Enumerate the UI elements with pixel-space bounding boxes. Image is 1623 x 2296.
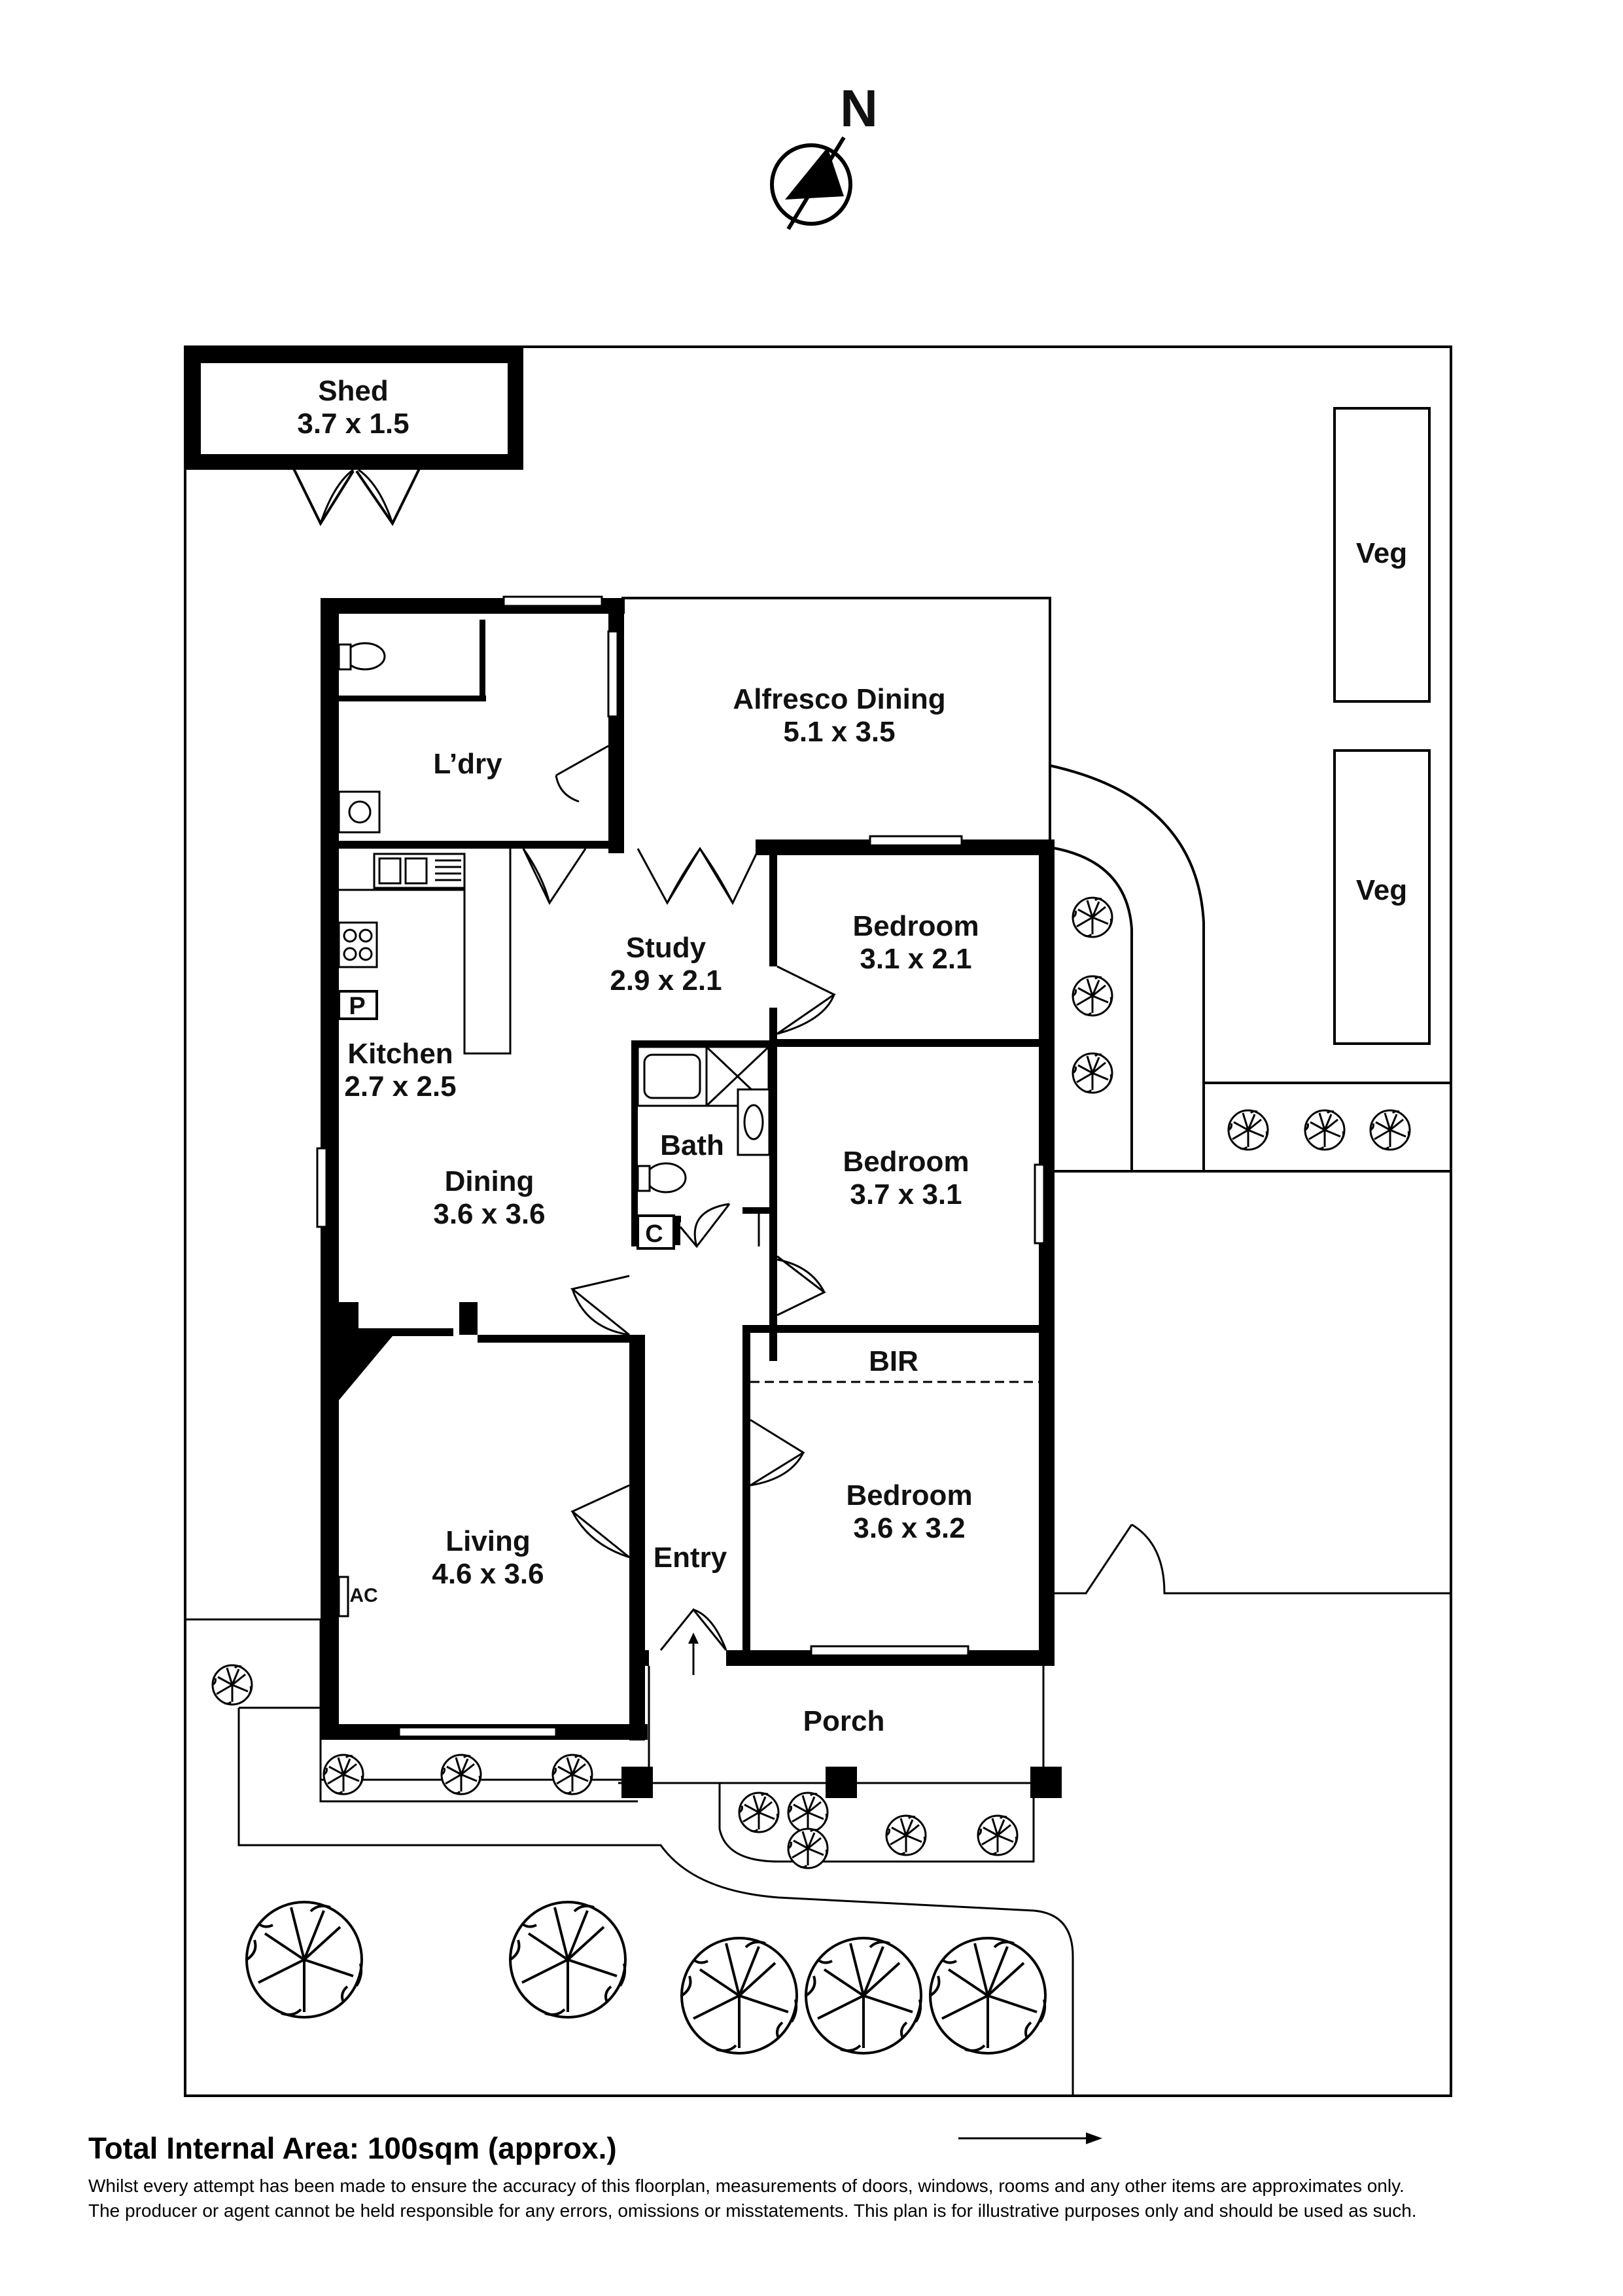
cupboard-label: C [645,1220,663,1248]
bedroom-2-dims: 3.7 x 3.1 [850,1178,962,1210]
laundry-name: L’dry [433,748,502,780]
shed-dims: 3.7 x 1.5 [297,408,409,440]
living-dims: 4.6 x 3.6 [432,1558,544,1590]
entry-arrow-icon [688,1633,699,1675]
side-path [1049,764,1451,1173]
bath-toilet-icon [637,1162,687,1193]
stove-icon [338,921,378,968]
bir-name: BIR [869,1345,918,1377]
disclaimer-line-1: Whilst every attempt has been made to en… [88,2176,1405,2196]
driveway-arrow-icon [958,2132,1102,2144]
porch-post-3 [1030,1767,1062,1798]
kitchen-name: Kitchen [347,1038,453,1070]
living-name: Living [445,1525,531,1557]
pantry [338,990,378,1020]
shed [185,347,523,527]
bedroom-3-name: Bedroom [846,1479,972,1511]
bath-name: Bath [660,1129,724,1161]
total-area: Total Internal Area: 100sqm (approx.) [88,2131,617,2165]
porch-name: Porch [803,1705,885,1737]
alfresco-dims: 5.1 x 3.5 [783,716,895,748]
air-con-unit [338,1576,349,1617]
dining-name: Dining [445,1165,534,1197]
kitchen-bench [339,849,512,1055]
sink-icon [338,790,381,834]
pantry-label: P [349,993,365,1020]
bathtub-icon [637,1046,708,1107]
air-con-label: AC [349,1585,377,1606]
compass-icon [770,136,852,230]
bedroom-3-dims: 3.6 x 3.2 [853,1512,965,1544]
alfresco-name: Alfresco Dining [733,683,945,715]
porch-post-2 [826,1767,857,1798]
study-dims: 2.9 x 2.1 [610,964,722,997]
porch-post-1 [621,1767,653,1798]
veg-label-1: Veg [1356,537,1407,569]
doors [522,745,1451,1651]
dining-dims: 3.6 x 3.6 [433,1198,545,1230]
compass-label: N [840,79,878,137]
disclaimer-line-2: The producer or agent cannot be held res… [88,2200,1417,2221]
windows [316,595,1045,1738]
bath-sink-icon [737,1088,771,1156]
property-boundary [184,345,1452,2097]
toilet-icon [338,642,386,671]
veg-label-2: Veg [1356,874,1407,906]
bedroom-2-name: Bedroom [843,1146,969,1178]
front-path [237,1706,1074,2096]
veg-bed-2 [1333,749,1431,1045]
entry-name: Entry [654,1542,727,1574]
kitchen-dims: 2.7 x 2.5 [344,1070,456,1103]
cupboard [637,1214,675,1250]
study-name: Study [626,932,707,964]
kitchen-sink-icon [373,853,466,889]
interior-walls [321,620,1047,1659]
veg-bed-1 [1333,407,1431,703]
bedroom-1-name: Bedroom [852,910,979,942]
bedroom-1-dims: 3.1 x 2.1 [860,943,971,975]
alfresco-outline [621,597,1051,839]
shed-name: Shed [318,375,389,407]
